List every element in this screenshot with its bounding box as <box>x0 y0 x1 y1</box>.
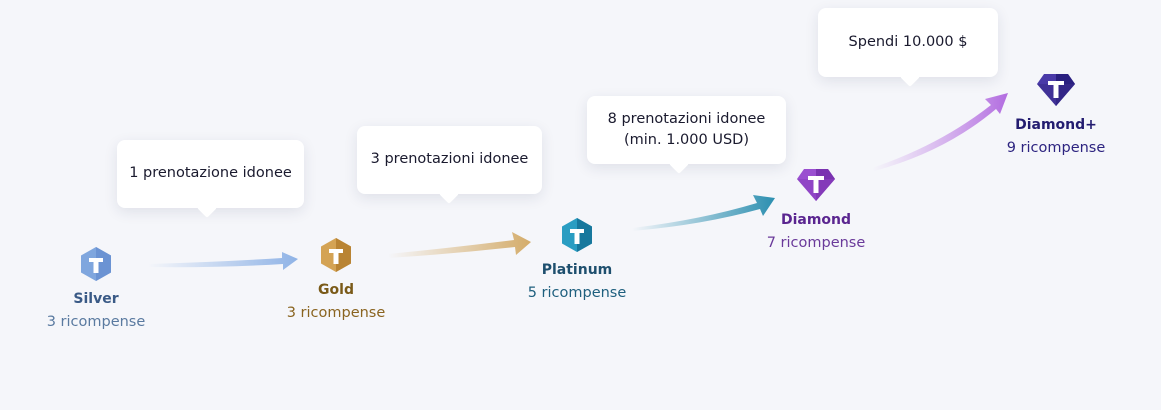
requirement-text: 3 prenotazioni idonee <box>370 151 529 168</box>
tier-name: Diamond <box>780 212 852 228</box>
tier-diamond-plus: Diamond+ 9 ricompense <box>976 72 1136 156</box>
arrow-silver-to-gold <box>148 252 298 270</box>
requirement-bubble-diamond-plus: Spendi 10.000 $ <box>818 8 998 77</box>
tier-diamond: Diamond 7 ricompense <box>736 167 896 251</box>
requirement-text: 1 prenotazione idonee <box>129 165 292 182</box>
requirement-bubble-platinum: 3 prenotazioni idonee <box>357 126 542 194</box>
requirement-bubble-gold: 1 prenotazione idonee <box>117 140 304 208</box>
tier-rewards: 3 ricompense <box>286 305 386 321</box>
platinum-hexagon-t-icon <box>562 218 592 252</box>
arrow-platinum-to-diamond <box>632 195 775 231</box>
requirement-text: Spendi 10.000 $ <box>848 33 968 50</box>
tier-rewards: 9 ricompense <box>1006 140 1106 156</box>
arrow-diamond-to-diamond-plus <box>872 93 1008 171</box>
tier-gold: Gold 3 ricompense <box>256 237 416 321</box>
requirement-text-line2: (min. 1.000 USD) <box>624 132 749 148</box>
arrow-gold-to-platinum <box>388 232 531 258</box>
requirement-text: 8 prenotazioni idonee <box>607 110 766 127</box>
diamond-plus-gem-t-icon <box>1037 74 1075 106</box>
tier-name: Silver <box>73 291 119 307</box>
gold-hexagon-t-icon <box>321 238 351 272</box>
tier-rewards: 5 ricompense <box>527 285 627 301</box>
tier-name: Platinum <box>541 262 613 278</box>
tier-name: Diamond+ <box>1015 117 1097 133</box>
tier-rewards: 3 ricompense <box>46 314 146 330</box>
tier-silver: Silver 3 ricompense <box>16 246 176 330</box>
tier-platinum: Platinum 5 ricompense <box>497 217 657 301</box>
silver-hexagon-t-icon <box>81 247 111 281</box>
diamond-gem-t-icon <box>797 169 835 201</box>
tier-name: Gold <box>318 282 354 298</box>
tier-rewards: 7 ricompense <box>766 235 866 251</box>
requirement-bubble-diamond: 8 prenotazioni idonee (min. 1.000 USD) <box>587 96 786 164</box>
